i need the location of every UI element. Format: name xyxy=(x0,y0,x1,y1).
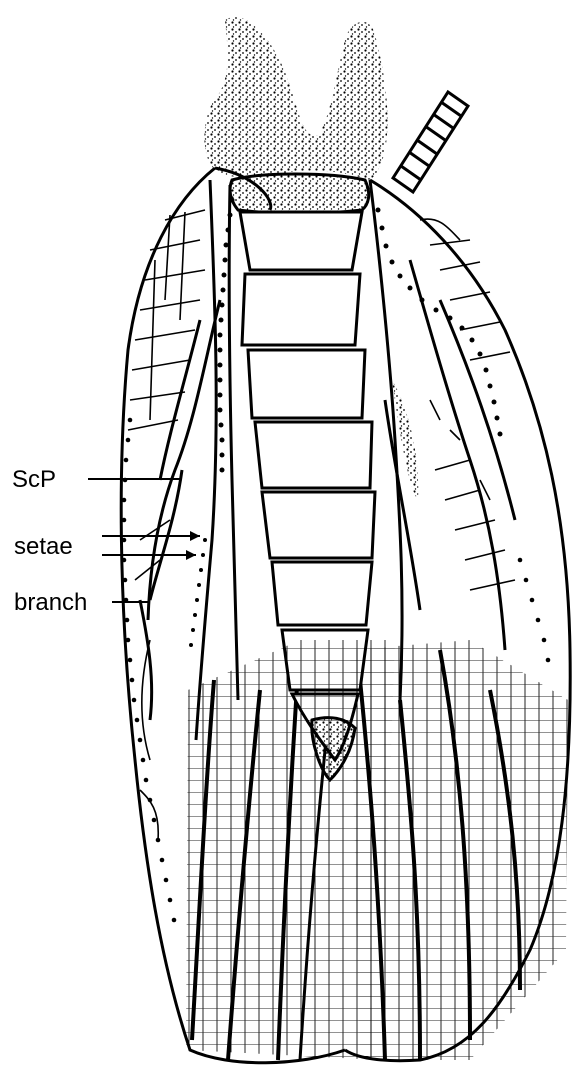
label-setae: setae xyxy=(14,533,73,560)
label-branch: branch xyxy=(14,589,87,616)
wing-tip-reticulation xyxy=(180,640,570,1070)
right-wing-cells xyxy=(420,219,515,590)
antenna-fragment xyxy=(393,92,468,192)
setae-arrowhead-2 xyxy=(186,550,196,560)
setae-arrowhead-1 xyxy=(190,531,200,541)
head-stippled xyxy=(204,17,387,180)
label-scp: ScP xyxy=(12,466,56,493)
label-pointers xyxy=(88,479,200,602)
